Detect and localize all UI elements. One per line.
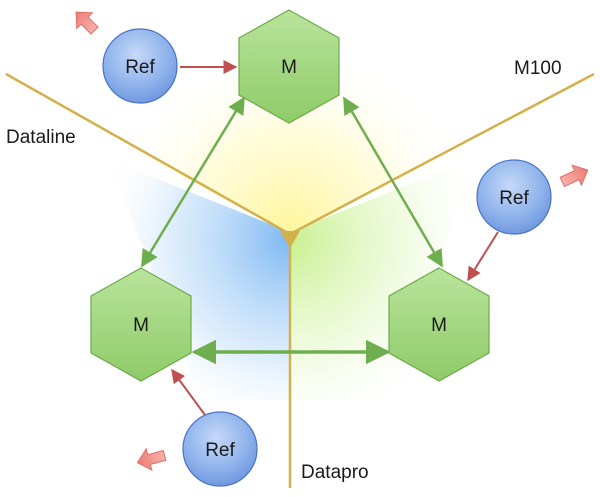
- arrow-top-left: [140, 96, 246, 268]
- arrow-ref-bottom: [171, 368, 206, 416]
- axis-label-m100: M100: [514, 58, 562, 79]
- pink-arrow-top: [75, 11, 99, 35]
- pink-arrow-right: [559, 164, 589, 188]
- m-node-right: M: [388, 267, 490, 382]
- ref-node-top-label: Ref: [125, 57, 155, 78]
- axis-label-datapro: Datapro: [301, 462, 369, 483]
- arrow-ref-right: [467, 231, 499, 282]
- m-node-top-label: M: [281, 57, 297, 78]
- pink-arrow-bottom: [136, 447, 167, 472]
- arrow-top-right: [342, 96, 444, 268]
- m-node-top: M: [238, 9, 340, 124]
- m-node-left: M: [90, 267, 192, 382]
- m-node-left-label: M: [133, 315, 149, 336]
- axis-label-dataline: Dataline: [6, 127, 76, 148]
- axis-line-right: [291, 72, 595, 235]
- ref-node-top: Ref: [102, 28, 178, 104]
- ref-node-right-label: Ref: [499, 188, 529, 209]
- ref-node-right: Ref: [476, 159, 552, 235]
- m-node-right-label: M: [431, 315, 447, 336]
- axis-junction: [280, 231, 300, 248]
- ref-node-bottom-label: Ref: [205, 440, 235, 461]
- ref-node-bottom: Ref: [182, 411, 258, 487]
